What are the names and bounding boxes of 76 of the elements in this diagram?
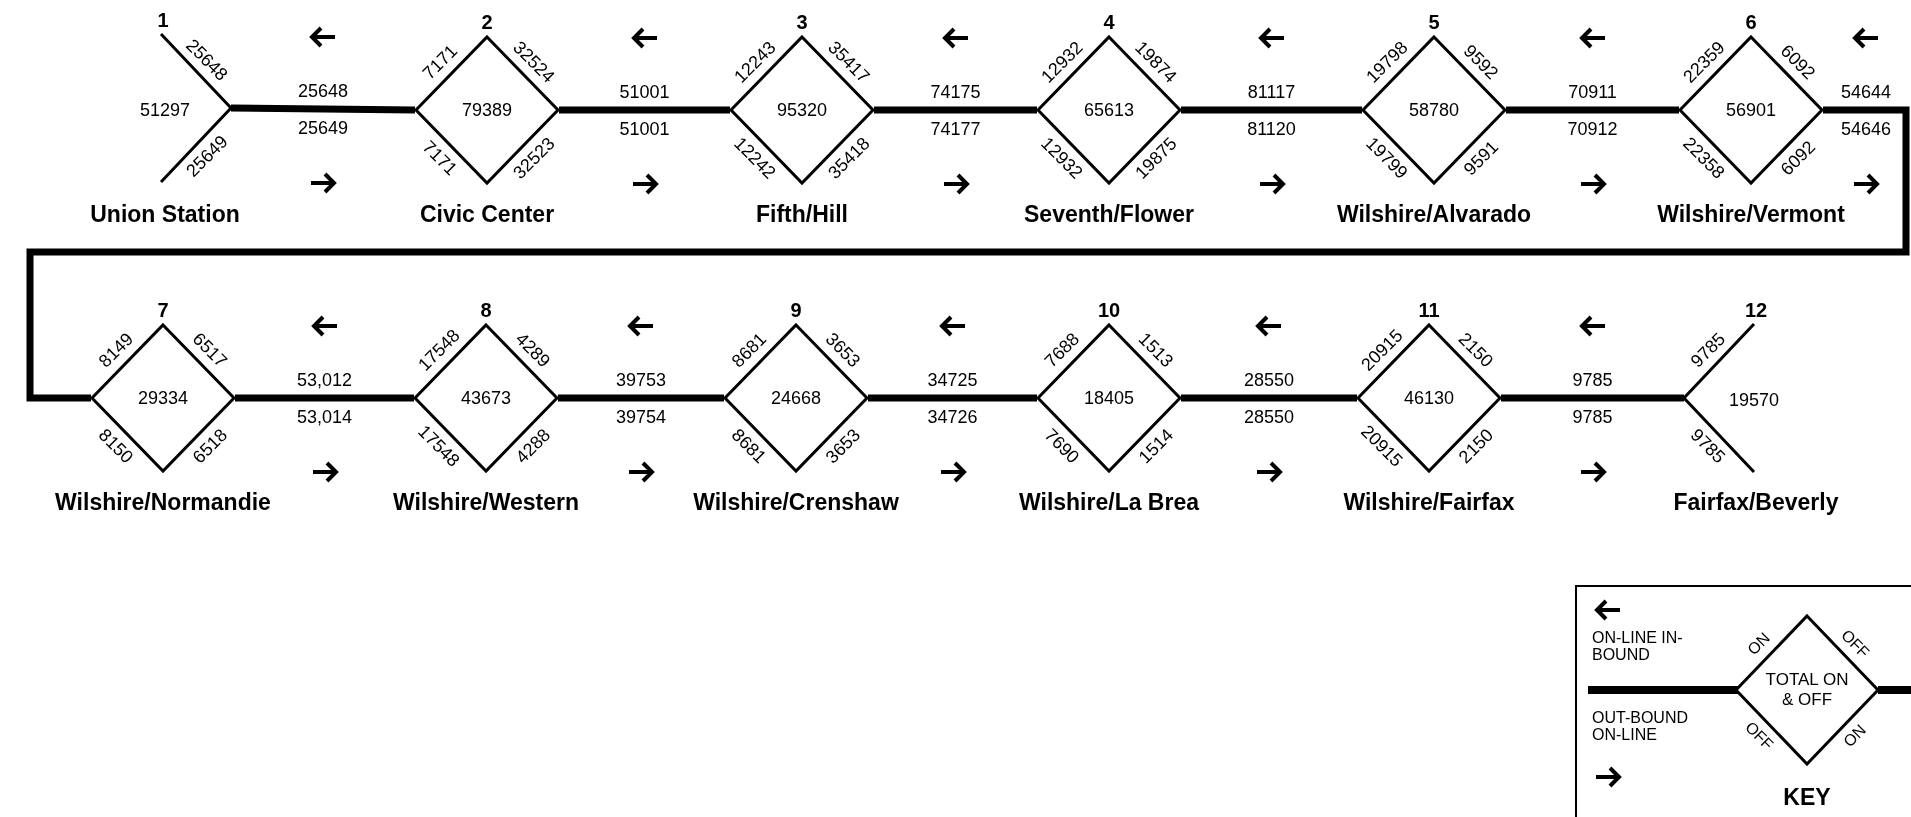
station-number: 5 (1428, 12, 1440, 32)
station-name: Wilshire/Alvarado (1336, 202, 1532, 226)
station-name: Civic Center (419, 202, 555, 226)
station-number: 9 (790, 300, 802, 320)
legend-text: TOTAL ON & OFF (1764, 670, 1850, 710)
station-number: 12 (1744, 300, 1768, 320)
edge-label: 9785 (1572, 371, 1613, 389)
key-label: ON (1840, 721, 1870, 751)
station-name: Wilshire/Vermont (1657, 202, 1845, 226)
track-line (1181, 394, 1357, 402)
track-line (874, 106, 1037, 114)
station-name: Wilshire/Crenshaw (693, 490, 899, 514)
edge-label: 53,012 (296, 371, 353, 389)
station-number: 7 (157, 300, 169, 320)
passenger-count: 81120 (1247, 120, 1296, 138)
passenger-count: 70912 (1567, 120, 1618, 138)
legend-text: ON-LINE IN-BOUND (1592, 630, 1684, 664)
edge-label: 81117 (1247, 83, 1296, 101)
edge-label: 74175 (930, 83, 981, 101)
track-line (868, 394, 1037, 402)
station-name: Union Station (90, 202, 240, 226)
passenger-count: 74177 (930, 120, 981, 138)
station-total: 95320 (776, 101, 828, 119)
station-number: 11 (1418, 300, 1440, 320)
station-name: Wilshire/Western (393, 490, 579, 514)
key-label: ON (1744, 629, 1774, 659)
station-total: 79389 (461, 101, 513, 119)
key-label: OFF (1838, 627, 1872, 661)
track-line (1181, 106, 1362, 114)
passenger-count: 9785 (1572, 408, 1613, 426)
station-name: Wilshire/La Brea (1019, 490, 1199, 514)
station-name: Seventh/Flower (1024, 202, 1194, 226)
station-total: 43673 (460, 389, 512, 407)
track-line (1506, 106, 1679, 114)
edge-label: 25648 (297, 82, 349, 100)
passenger-count: 39754 (615, 408, 667, 426)
passenger-count: 51001 (619, 120, 670, 138)
station-number: 2 (481, 12, 493, 32)
edge-label: 54644 (1840, 83, 1892, 101)
track-line (230, 104, 416, 114)
station-number: 8 (480, 300, 492, 320)
passenger-count: 34726 (927, 408, 978, 426)
edge-label: 39753 (615, 371, 667, 389)
station-name: Fairfax/Beverly (1673, 490, 1839, 514)
track-line (26, 106, 1910, 402)
station-total: 51297 (139, 101, 191, 119)
station-name: Wilshire/Fairfax (1343, 490, 1515, 514)
edge-label: 51001 (619, 83, 670, 101)
legend-text: OUT-BOUND ON-LINE (1592, 710, 1689, 744)
station-total: 58780 (1408, 101, 1460, 119)
track-line (559, 106, 730, 114)
station-total: 56901 (1725, 101, 1777, 119)
station-number: 4 (1103, 12, 1115, 32)
passenger-count: 54646 (1840, 120, 1892, 138)
station-number: 3 (796, 12, 808, 32)
key-label: OFF (1742, 719, 1776, 753)
station-total: 18405 (1083, 389, 1135, 407)
station-number: 1 (157, 10, 169, 30)
station-name: Wilshire/Normandie (55, 490, 271, 514)
passenger-count: 28550 (1243, 408, 1295, 426)
edge-label: 70911 (1568, 83, 1617, 101)
edge-label: 28550 (1243, 371, 1295, 389)
track-line (558, 394, 724, 402)
station-total: 65613 (1083, 101, 1135, 119)
station-total: 19570 (1728, 391, 1780, 409)
passenger-count: 53,014 (296, 408, 353, 426)
station-number: 6 (1745, 12, 1757, 32)
station-name: Fifth/Hill (756, 202, 848, 226)
station-total: 24668 (770, 389, 822, 407)
station-total: 29334 (137, 389, 189, 407)
station-number: 10 (1097, 300, 1121, 320)
edge-label: 34725 (927, 371, 978, 389)
track-line (235, 394, 414, 402)
passenger-count: 25649 (297, 119, 349, 137)
key-title: KEY (1783, 785, 1831, 809)
station-total: 46130 (1403, 389, 1455, 407)
